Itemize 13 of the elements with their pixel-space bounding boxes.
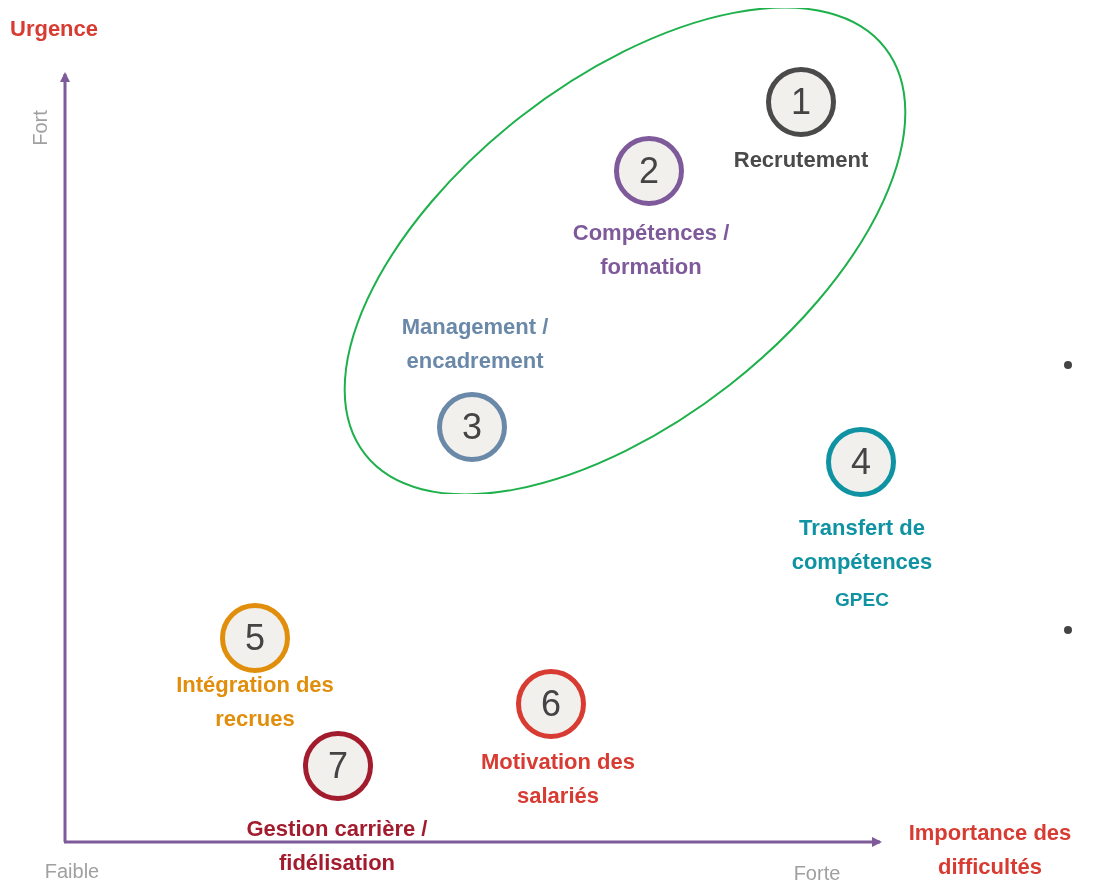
axis-label: Faible: [43, 859, 101, 882]
topic-label: GPEC: [834, 588, 890, 612]
axis-label: Forte: [792, 861, 842, 882]
topic-label: Recrutement: [732, 146, 870, 174]
topic-label: Management / encadrement: [400, 313, 550, 375]
topic-label: Intégration des recrues: [175, 671, 335, 733]
topic-label: Motivation des salariés: [480, 748, 636, 810]
axis-label: Urgence: [10, 14, 100, 43]
topic-label: Transfert de compétences: [790, 514, 934, 576]
axis-label: Fort: [28, 109, 52, 148]
axis-label: Importance des difficultés: [907, 819, 1073, 881]
topic-label: Compétences / formation: [571, 219, 731, 281]
topic-label: Gestion carrière / fidélisation: [245, 815, 429, 877]
